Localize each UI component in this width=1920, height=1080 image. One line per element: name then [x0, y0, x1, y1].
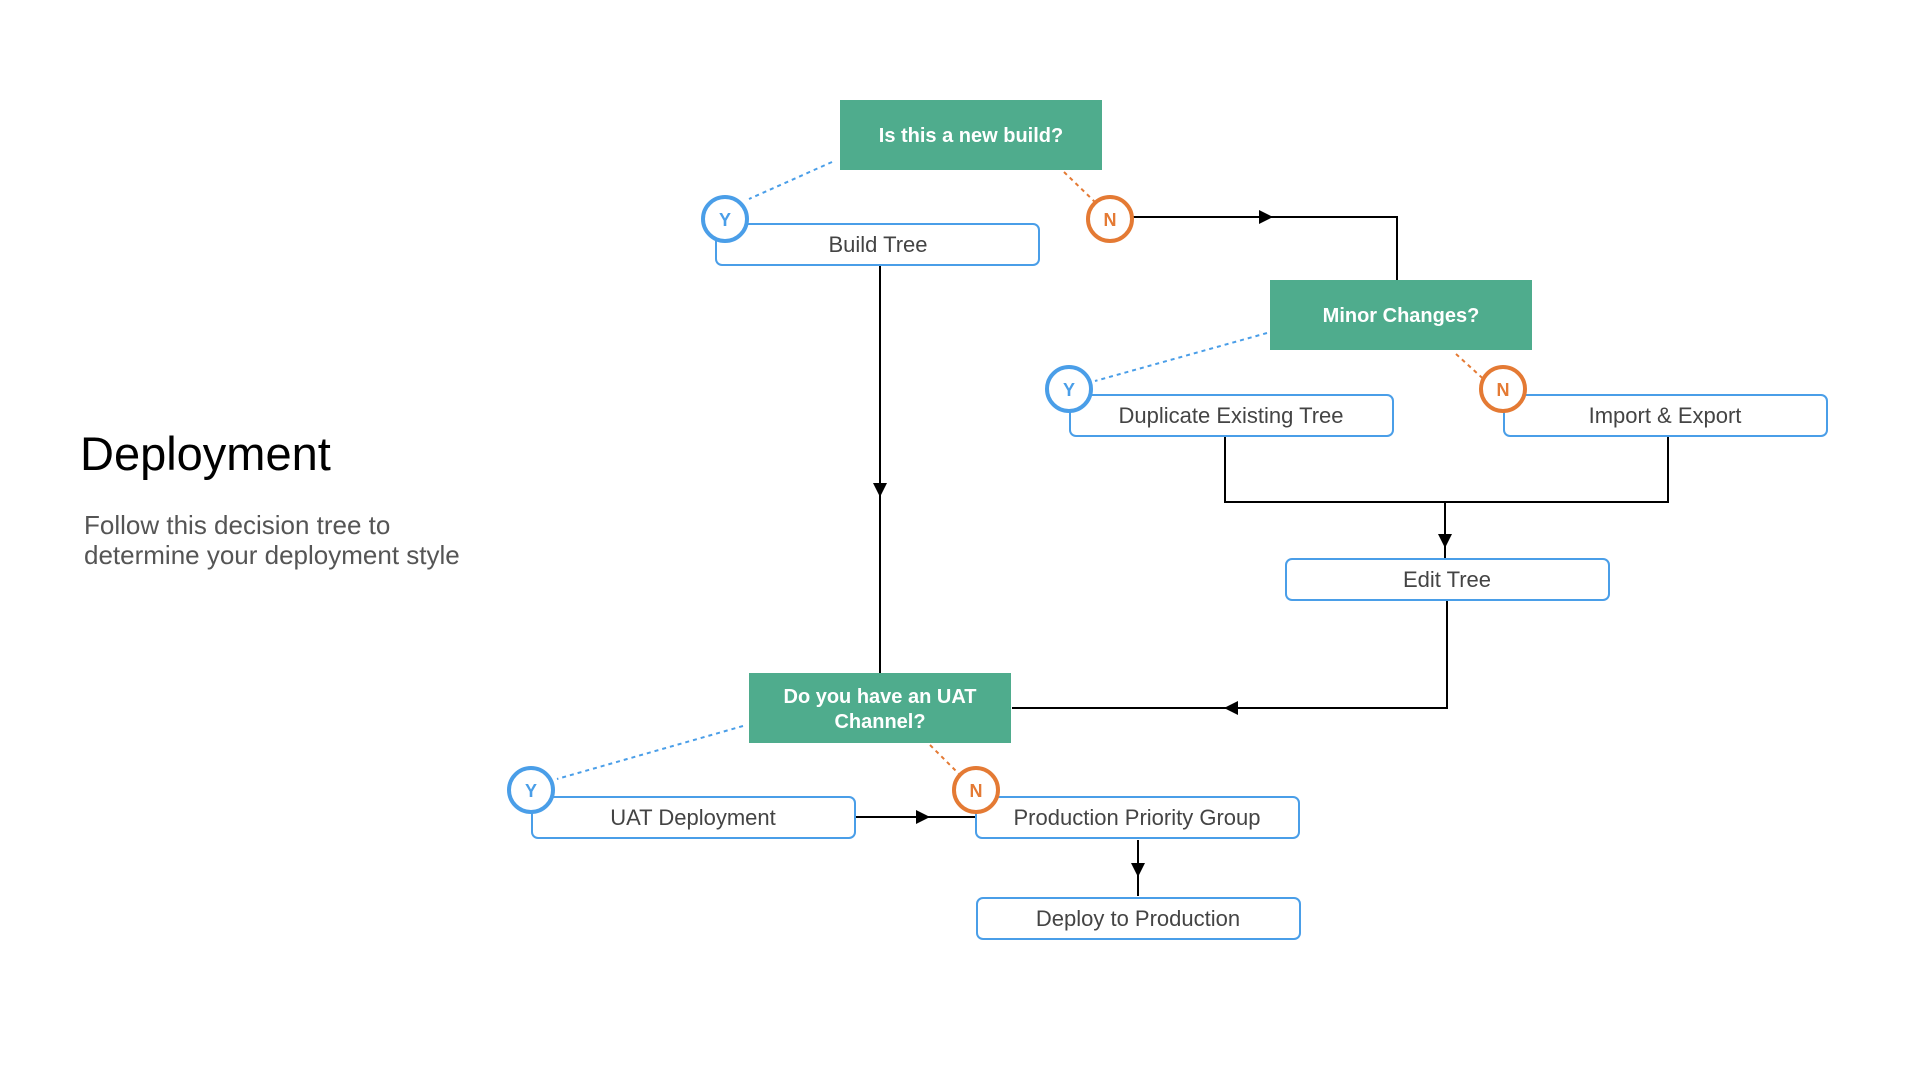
action-build-tree-label: Build Tree [828, 232, 927, 257]
badge-no-new-build-circle [1086, 195, 1134, 243]
decision-minor-changes-box [1270, 280, 1532, 350]
action-import-export: Import & Export [1503, 394, 1828, 437]
badge-yes-new-build: Y [701, 195, 749, 243]
badge-no-minor-circle [1479, 365, 1527, 413]
action-edit-tree: Edit Tree [1285, 558, 1610, 601]
action-deploy-production-label: Deploy to Production [1036, 906, 1240, 931]
leader-yes-new-build [748, 161, 833, 200]
action-build-tree: Build Tree [715, 223, 1040, 266]
action-deploy-production-box [976, 897, 1301, 940]
decision-uat-channel-box [749, 673, 1011, 743]
connector-edit-to-uat-a [1224, 600, 1448, 715]
badge-no-uat-circle [952, 766, 1000, 814]
action-edit-tree-label: Edit Tree [1403, 567, 1491, 592]
badge-no-uat-label: N [970, 781, 983, 801]
action-duplicate-tree: Duplicate Existing Tree [1069, 394, 1394, 437]
decision-minor-changes-label: Minor Changes? [1323, 305, 1480, 327]
decision-new-build-label: Is this a new build? [879, 125, 1063, 147]
decision-uat-channel-label-line2: Channel? [834, 711, 925, 733]
badge-no-uat: N [952, 766, 1000, 814]
action-uat-deployment: UAT Deployment [531, 796, 856, 839]
decision-minor-changes: Minor Changes? [1270, 280, 1532, 350]
page-title: Deployment [80, 427, 331, 480]
badge-yes-minor: Y [1045, 365, 1093, 413]
badge-yes-new-build-label: Y [719, 210, 731, 230]
decision-new-build: Is this a new build? [840, 100, 1102, 170]
badge-yes-minor-circle [1045, 365, 1093, 413]
leader-yes-uat [556, 725, 744, 780]
decision-uat-channel-label-line1: Do you have an UAT [784, 686, 977, 708]
action-duplicate-tree-label: Duplicate Existing Tree [1119, 403, 1344, 428]
badge-no-minor-label: N [1497, 380, 1510, 400]
subtitle-line-2: determine your deployment style [84, 540, 460, 570]
action-production-priority: Production Priority Group [975, 796, 1300, 839]
leader-no-uat [929, 744, 964, 779]
action-production-priority-label: Production Priority Group [1014, 805, 1261, 830]
badge-no-minor: N [1479, 365, 1527, 413]
action-import-export-label: Import & Export [1589, 403, 1742, 428]
subtitle-line-1: Follow this decision tree to [84, 510, 391, 540]
leader-yes-minor [1094, 332, 1268, 382]
action-uat-deployment-box [531, 796, 856, 839]
badge-yes-uat: Y [507, 766, 555, 814]
action-production-priority-box [975, 796, 1300, 839]
connector-duplicate-to-merge [1224, 437, 1445, 503]
decision-uat-channel: Do you have an UAT Channel? [749, 673, 1011, 743]
decision-new-build-box [840, 100, 1102, 170]
badge-no-new-build-label: N [1104, 210, 1117, 230]
action-duplicate-tree-box [1069, 394, 1394, 437]
action-uat-deployment-label: UAT Deployment [610, 805, 775, 830]
badge-yes-minor-label: Y [1063, 380, 1075, 400]
badge-yes-uat-circle [507, 766, 555, 814]
action-import-export-box [1503, 394, 1828, 437]
badge-yes-uat-label: Y [525, 781, 537, 801]
page-subtitle: Follow this decision tree to determine y… [84, 510, 504, 570]
leader-lines [556, 161, 1491, 780]
connectors [856, 210, 1669, 896]
connector-no-to-minor-b [1262, 216, 1398, 280]
action-edit-tree-box [1285, 558, 1610, 601]
action-build-tree-box [715, 223, 1040, 266]
action-deploy-production: Deploy to Production [976, 897, 1301, 940]
badge-yes-new-build-circle [701, 195, 749, 243]
leader-no-new-build [1063, 171, 1098, 205]
connector-import-to-merge [1445, 437, 1669, 503]
badge-no-new-build: N [1086, 195, 1134, 243]
